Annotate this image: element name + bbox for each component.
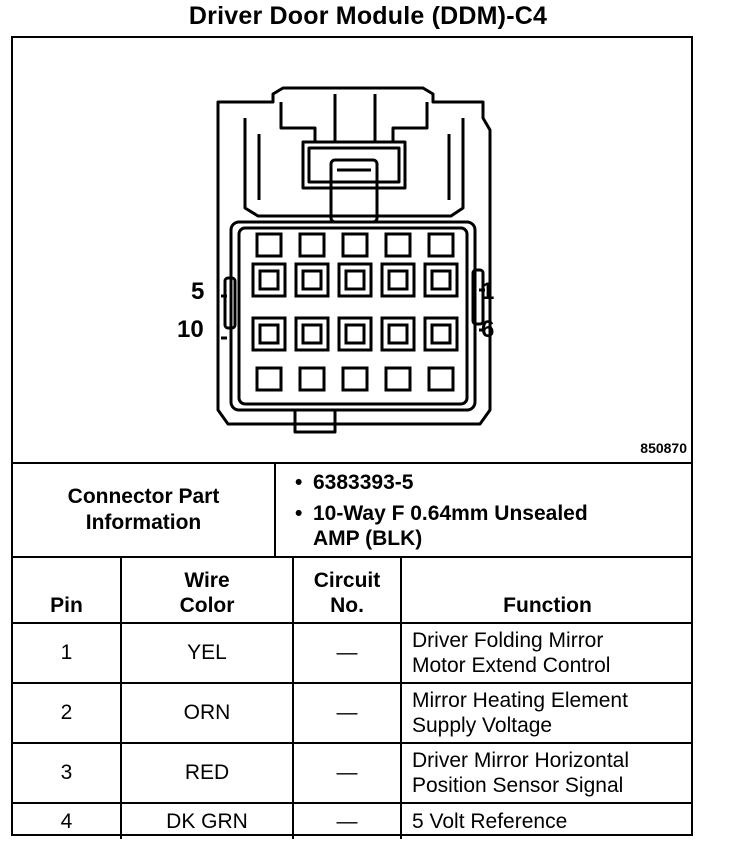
header-function: Function <box>400 558 693 624</box>
connector-info-label: Connector Part Information <box>13 464 276 556</box>
pinout-table: Pin Wire Color Circuit No. Function 1 YE… <box>13 558 693 839</box>
terminal-cavity <box>294 232 330 298</box>
wire-color: DK GRN <box>120 802 294 839</box>
pin-function-line1: Driver Mirror Horizontal <box>412 749 630 772</box>
pin-function-line1: 5 Volt Reference <box>412 810 568 833</box>
table-row: 3 RED — Driver Mirror Horizontal Positio… <box>13 742 693 804</box>
pin-function-line2: Position Sensor Signal <box>412 774 624 797</box>
pin-function-line1: Mirror Heating Element <box>412 689 628 712</box>
pin-function-line1: Driver Folding Mirror <box>412 629 604 652</box>
terminal-cavity <box>337 316 373 392</box>
circuit-number: — <box>292 742 402 804</box>
page-title: Driver Door Module (DDM)-C4 <box>188 2 548 30</box>
wire-color: ORN <box>120 682 294 744</box>
header-wire-line2: Color <box>179 594 235 617</box>
header-pin: Pin <box>13 558 122 624</box>
terminal-cavity <box>380 232 416 298</box>
table-row: 2 ORN — Mirror Heating Element Supply Vo… <box>13 682 693 744</box>
terminal-cavity <box>380 316 416 392</box>
circuit-number: — <box>292 802 402 839</box>
wire-color: RED <box>120 742 294 804</box>
connector-info-label-line2: Information <box>85 511 202 534</box>
connector-diagram: 5 10 1 6 850870 <box>13 38 693 462</box>
circuit-number: — <box>292 682 402 744</box>
pin-function: Driver Mirror Horizontal Position Sensor… <box>400 742 693 804</box>
header-circuit-line2: No. <box>330 594 364 617</box>
header-wire-line1: Wire <box>184 569 230 592</box>
connector-description: 10-Way F 0.64mm Unsealed AMP (BLK) <box>285 501 685 551</box>
header-circuit-line1: Circuit <box>313 569 381 592</box>
pin-label-6: 6 <box>481 316 495 343</box>
connector-info-values: 6383393-5 10-Way F 0.64mm Unsealed AMP (… <box>285 470 685 557</box>
header-wire-color: Wire Color <box>120 558 294 624</box>
terminal-cavity <box>251 316 287 392</box>
drawing-id: 850870 <box>640 440 687 456</box>
circuit-number: — <box>292 622 402 684</box>
table-row: 1 YEL — Driver Folding Mirror Motor Exte… <box>13 622 693 684</box>
part-number: 6383393-5 <box>285 470 685 495</box>
terminal-cavity <box>423 316 459 392</box>
terminal-cavity <box>251 232 287 298</box>
connector-part-information: Connector Part Information 6383393-5 10-… <box>13 462 693 558</box>
pin-function-line2: Motor Extend Control <box>412 654 611 677</box>
table-row: 4 DK GRN — 5 Volt Reference <box>13 802 693 839</box>
connector-info-label-line1: Connector Part <box>67 485 220 508</box>
pin-function: Mirror Heating Element Supply Voltage <box>400 682 693 744</box>
pin-number: 1 <box>13 622 122 684</box>
pin-function: 5 Volt Reference <box>400 802 693 839</box>
pin-function-line2: Supply Voltage <box>412 714 553 737</box>
pin-label-1: 1 <box>481 278 495 305</box>
pin-number: 4 <box>13 802 122 839</box>
header-circuit-no: Circuit No. <box>292 558 402 624</box>
cavity-grid <box>251 232 459 392</box>
pin-label-10: 10 <box>177 316 204 343</box>
connector-sheet: 5 10 1 6 850870 Connector Part Informati… <box>11 36 693 839</box>
wire-color: YEL <box>120 622 294 684</box>
connector-description-line1: 10-Way F 0.64mm Unsealed <box>313 502 588 525</box>
pin-number: 3 <box>13 742 122 804</box>
connector-description-line2: AMP (BLK) <box>313 527 423 550</box>
pin-label-5: 5 <box>191 278 205 305</box>
pin-function: Driver Folding Mirror Motor Extend Contr… <box>400 622 693 684</box>
terminal-cavity <box>423 232 459 298</box>
connector-face-drawing <box>216 86 492 434</box>
terminal-cavity <box>337 232 373 298</box>
pinout-header-row: Pin Wire Color Circuit No. Function <box>13 558 693 624</box>
terminal-cavity <box>294 316 330 392</box>
pin-number: 2 <box>13 682 122 744</box>
